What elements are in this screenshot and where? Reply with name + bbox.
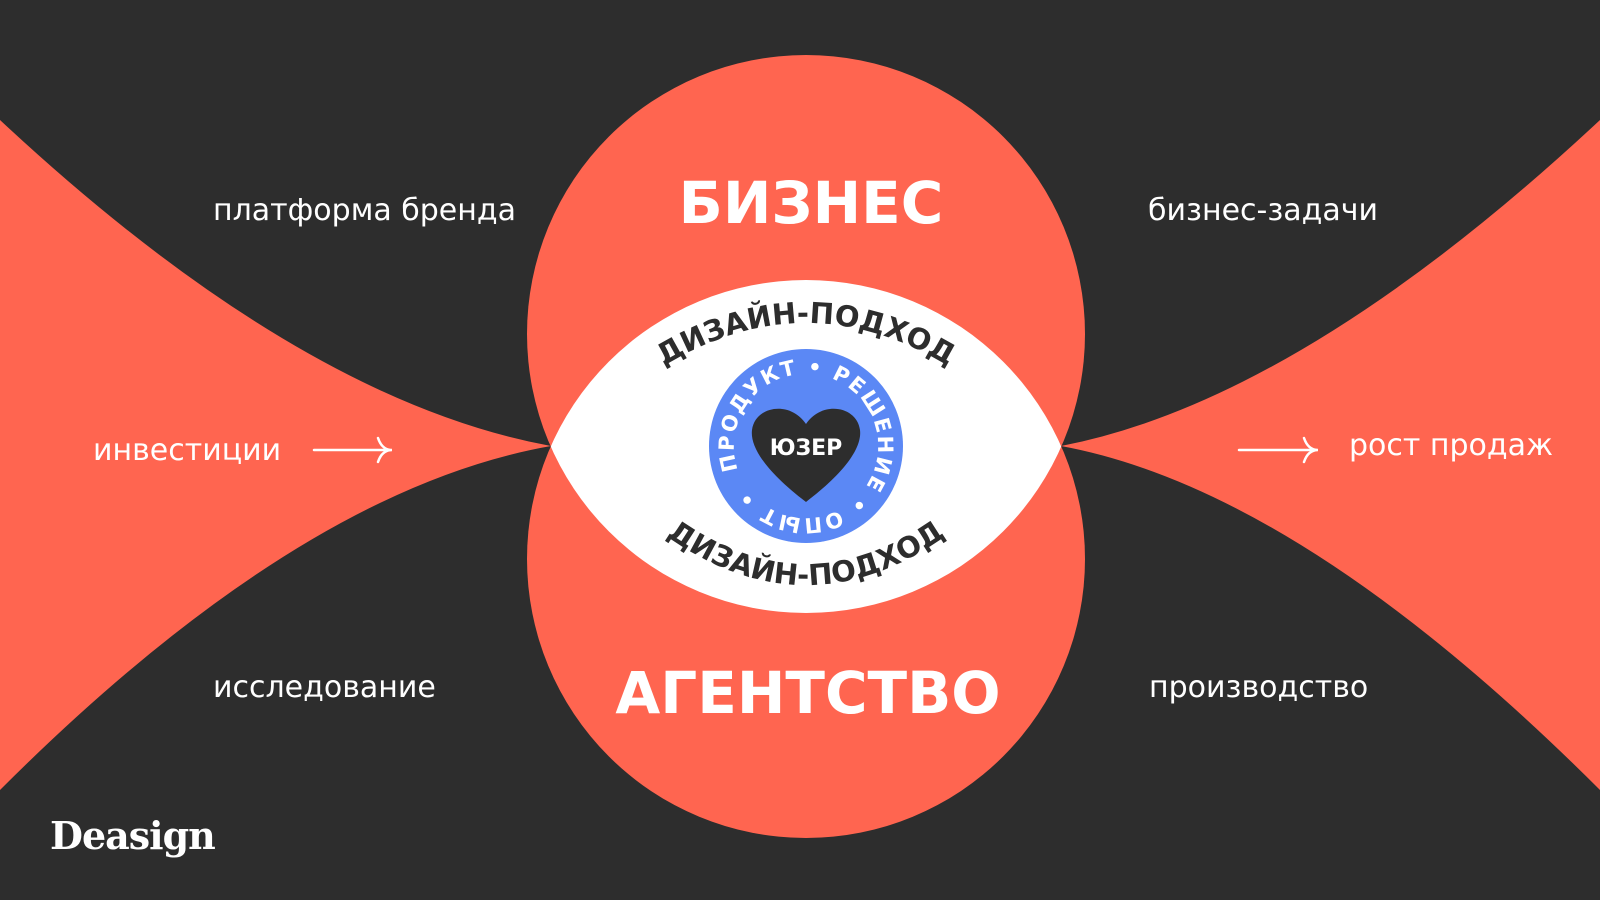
heart-icon <box>751 408 861 502</box>
arrow-right-icon-left <box>312 436 393 464</box>
right-funnel-shape <box>1061 120 1600 790</box>
business-title: БИЗНЕС <box>679 169 944 237</box>
label-sales-growth: рост продаж <box>1349 428 1553 463</box>
user-label: ЮЗЕР <box>770 436 843 461</box>
agency-title: АГЕНТСТВО <box>615 659 1000 727</box>
label-research: исследование <box>213 670 436 705</box>
label-production: производство <box>1149 670 1368 705</box>
arrow-right-icon-right <box>1237 436 1319 464</box>
label-investments: инвестиции <box>93 433 281 468</box>
deasign-logo: Deasign <box>50 813 215 858</box>
label-brand-platform: платформа бренда <box>213 193 516 228</box>
left-funnel-shape <box>0 120 551 790</box>
label-business-tasks: бизнес-задачи <box>1148 193 1378 228</box>
eye-lens <box>527 280 1085 613</box>
